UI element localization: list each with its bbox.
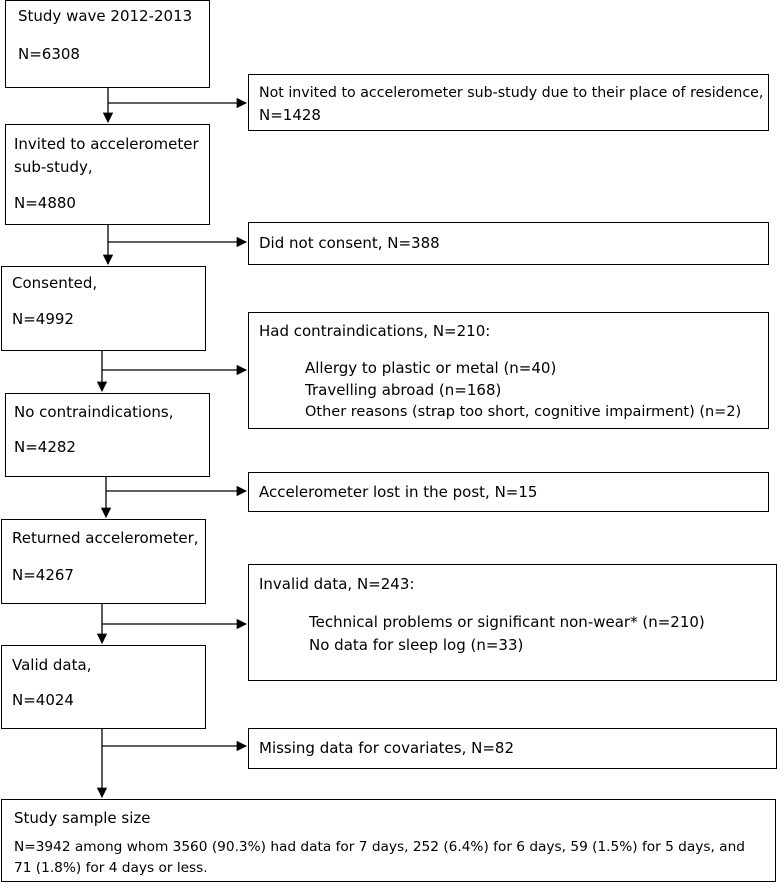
not-invited-line2: N=1428 <box>259 106 321 124</box>
returned-n: N=4267 <box>12 566 74 584</box>
valid-data-title: Valid data, <box>12 656 92 674</box>
study-sample-line2: 71 (1.8%) for 4 days or less. <box>14 860 208 876</box>
box-not-invited: Not invited to accelerometer sub-study d… <box>248 74 769 131</box>
box-study-wave: Study wave 2012-2013 N=6308 <box>5 0 210 88</box>
box-invited: Invited to accelerometer sub-study, N=48… <box>5 124 210 225</box>
missing-covariates-text: Missing data for covariates, N=82 <box>259 739 515 757</box>
box-no-contraindications: No contraindications, N=4282 <box>5 393 210 477</box>
lost-in-post-text: Accelerometer lost in the post, N=15 <box>259 483 538 501</box>
box-lost-in-post: Accelerometer lost in the post, N=15 <box>248 472 769 512</box>
did-not-consent-text: Did not consent, N=388 <box>259 234 440 252</box>
box-did-not-consent: Did not consent, N=388 <box>248 222 769 265</box>
box-missing-covariates: Missing data for covariates, N=82 <box>248 728 777 769</box>
contraindications-title: Had contraindications, N=210: <box>259 322 491 340</box>
no-contraindications-title: No contraindications, <box>14 403 174 421</box>
invited-n: N=4880 <box>14 194 76 212</box>
study-wave-title: Study wave 2012-2013 <box>18 7 193 25</box>
contraindications-item: Allergy to plastic or metal (n=40) <box>305 359 557 377</box>
not-invited-line1: Not invited to accelerometer sub-study d… <box>259 85 764 101</box>
study-sample-line1: N=3942 among whom 3560 (90.3%) had data … <box>14 839 745 855</box>
invalid-data-title: Invalid data, N=243: <box>259 575 415 593</box>
valid-data-n: N=4024 <box>12 691 74 709</box>
box-study-sample: Study sample size N=3942 among whom 3560… <box>1 799 776 882</box>
consented-n: N=4992 <box>12 310 74 328</box>
study-sample-title: Study sample size <box>14 809 151 827</box>
contraindications-item: Travelling abroad (n=168) <box>305 381 502 399</box>
box-invalid-data: Invalid data, N=243: Technical problems … <box>248 564 777 681</box>
box-valid-data: Valid data, N=4024 <box>1 645 206 729</box>
invited-line1: Invited to accelerometer <box>14 135 199 153</box>
box-contraindications: Had contraindications, N=210: Allergy to… <box>248 312 769 429</box>
invited-line2: sub-study, <box>14 158 93 176</box>
contraindications-item: Other reasons (strap too short, cognitiv… <box>305 404 742 420</box>
box-returned: Returned accelerometer, N=4267 <box>1 519 206 604</box>
invalid-data-item: No data for sleep log (n=33) <box>309 636 524 654</box>
invalid-data-item: Technical problems or significant non-we… <box>309 613 705 631</box>
study-wave-n: N=6308 <box>18 45 80 63</box>
returned-title: Returned accelerometer, <box>12 529 199 547</box>
no-contraindications-n: N=4282 <box>14 438 76 456</box>
consented-title: Consented, <box>12 274 98 292</box>
box-consented: Consented, N=4992 <box>1 266 206 351</box>
